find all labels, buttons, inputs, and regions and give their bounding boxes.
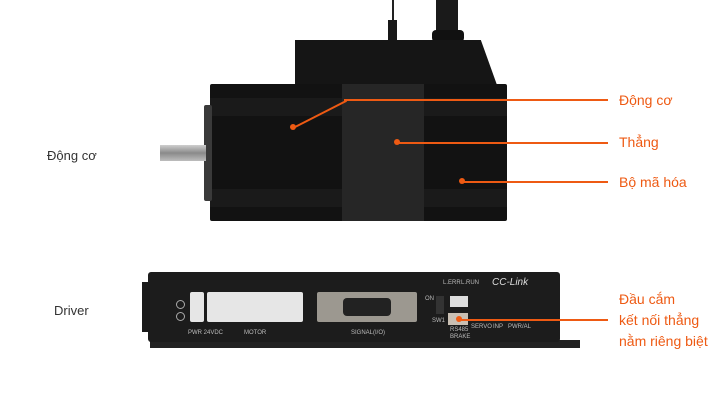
encoder-housing-top [295,40,497,85]
motor-callout-line [344,99,608,101]
cable-gland [388,20,397,42]
driver-section-label: Driver [54,303,89,318]
inp-label: INP [493,324,504,330]
connector-callout-line [459,319,608,321]
callout-connector: Đầu cắm kết nối thẳng nằm riêng biệt [619,289,708,352]
power-connector [190,292,204,322]
driver-base [150,340,580,348]
on-label: ON [425,296,434,302]
motor-shaft [160,145,206,161]
minus-terminal-icon [176,300,185,309]
pwr-label: PWR 24VDC [188,330,224,336]
motor-label: MOTOR [244,330,267,336]
thin-cable [392,0,394,22]
motor-connector [207,292,303,322]
motor-flange [204,105,212,201]
dip-switch [436,296,444,314]
pwral-label: PWR/AL [508,324,532,330]
callout-connector-line1: Đầu cắm [619,291,676,307]
lrun-label: L.RUN [461,280,480,286]
callout-motor: Động cơ [619,92,673,108]
signal-label: SIGNAL(I/O) [351,330,386,336]
straight-band [342,84,424,221]
cclink-connector [450,296,468,307]
cclink-logo: CC-Link [492,277,529,288]
thick-cable [436,0,458,34]
signal-connector [317,292,417,322]
callout-connector-line3: nằm riêng biệt [619,333,708,349]
rs485-label: RS485 [450,327,469,333]
motor-body [210,84,507,221]
plus-terminal-icon [176,312,185,321]
callout-connector-line2: kết nối thẳng [619,312,700,328]
encoder-callout-line [462,181,608,183]
servo-label: SERVO [471,324,492,330]
callout-straight: Thẳng [619,134,659,150]
lerr-label: L.ERR [443,280,461,286]
brake-label: BRAKE [450,334,471,340]
motor-section-label: Động cơ [47,148,97,163]
straight-callout-line [397,142,608,144]
callout-encoder: Bộ mã hóa [619,174,687,190]
cable-base [432,30,464,42]
sw1-label: SW1 [432,318,446,324]
